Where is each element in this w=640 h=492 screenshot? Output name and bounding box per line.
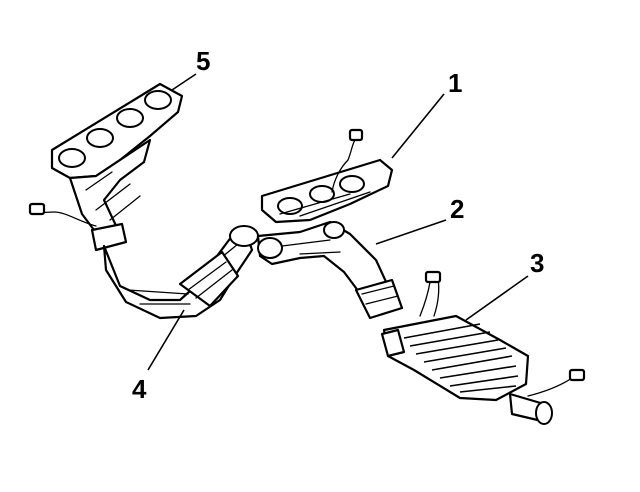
left-oxygen-sensor xyxy=(28,202,97,227)
leader-3 xyxy=(465,275,529,321)
callout-2: 2 xyxy=(450,194,464,224)
catalytic-converter xyxy=(380,270,586,425)
callout-3: 3 xyxy=(530,248,544,278)
leader-1 xyxy=(391,93,445,159)
callout-5: 5 xyxy=(196,46,210,76)
y-pipe xyxy=(256,220,404,320)
callout-labels: 1 2 3 4 5 xyxy=(132,46,544,404)
left-exhaust-manifold xyxy=(50,82,184,252)
leader-lines xyxy=(147,73,529,371)
leader-4 xyxy=(147,309,185,371)
leader-5 xyxy=(171,73,197,91)
callout-1: 1 xyxy=(448,68,462,98)
leader-2 xyxy=(375,219,447,245)
left-crossover-pipe xyxy=(102,225,259,320)
callout-4: 4 xyxy=(132,374,147,404)
right-exhaust-manifold xyxy=(260,128,394,224)
